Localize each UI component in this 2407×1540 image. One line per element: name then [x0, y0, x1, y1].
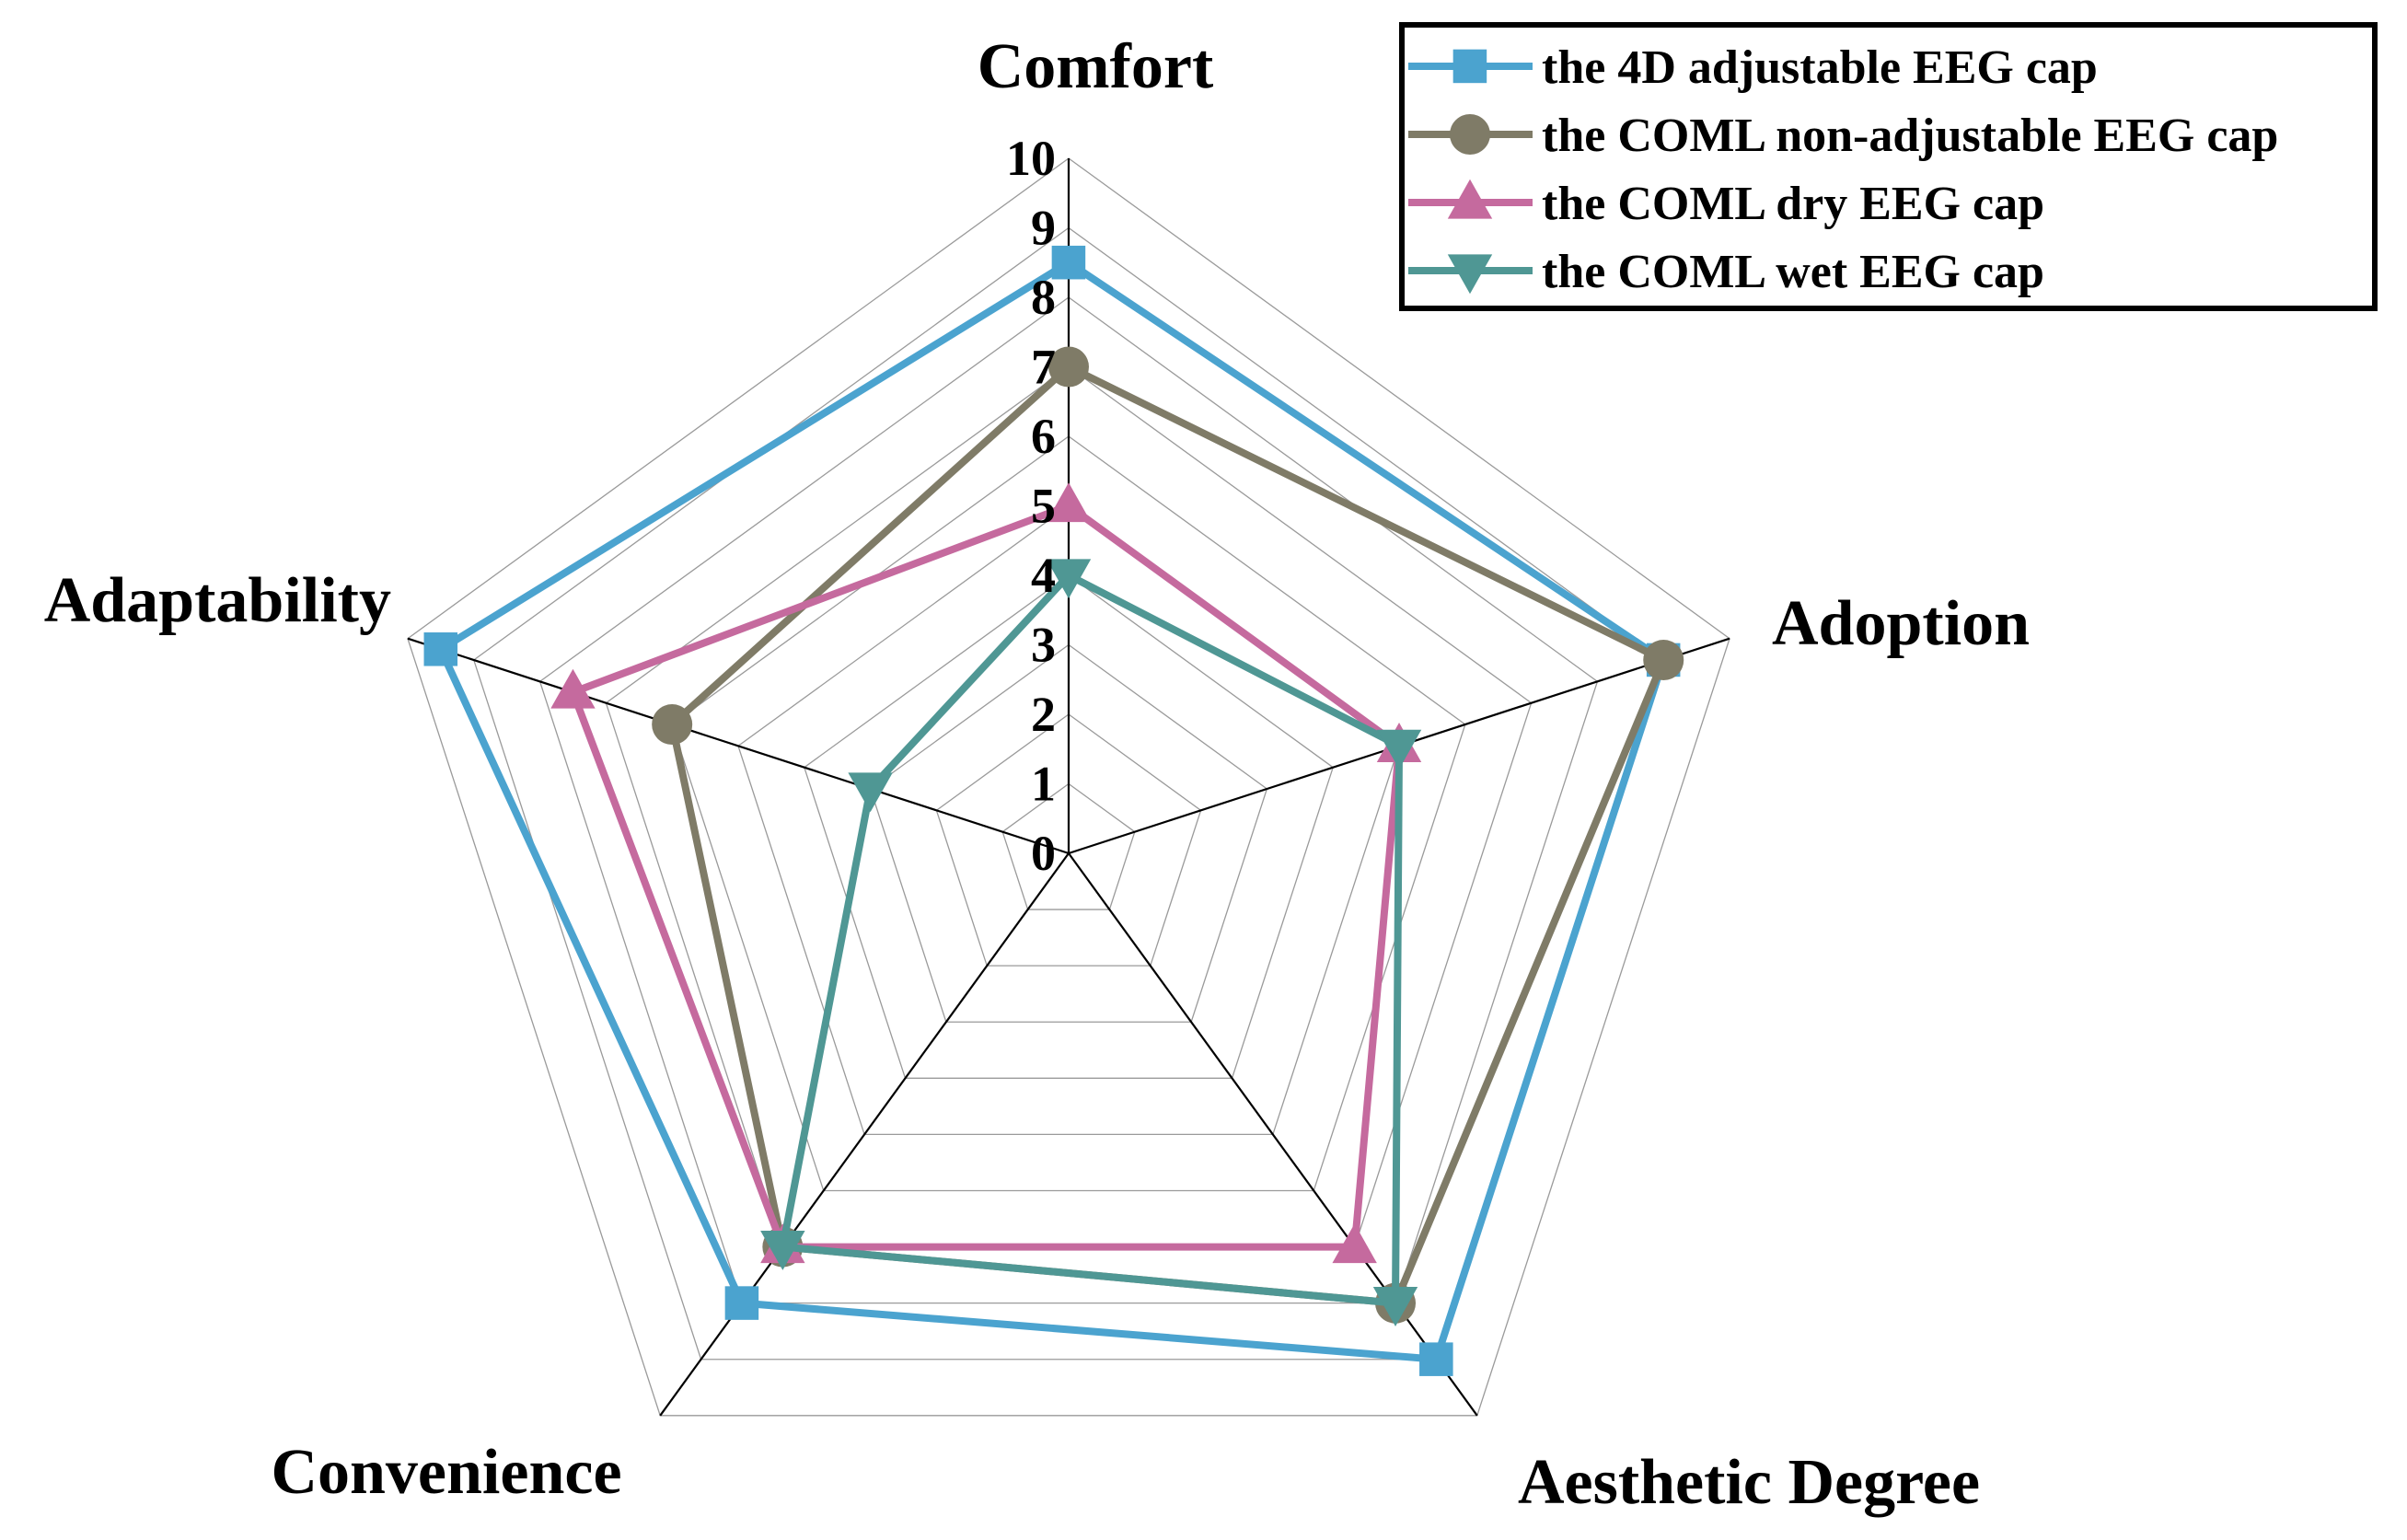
axis-spoke [1068, 852, 1478, 1417]
legend: the 4D adjustable EEG cap the COML non-ad… [1399, 22, 2378, 311]
series-marker-triangle-down [1372, 1287, 1418, 1326]
series-line [779, 572, 1404, 1307]
series-marker-square [724, 1286, 759, 1320]
series-marker-circle [652, 704, 693, 746]
legend-item: the COML non-adjustable EEG cap [1408, 110, 2278, 162]
legend-label: the COML non-adjustable EEG cap [1542, 110, 2278, 162]
series-marker-triangle-up [550, 668, 596, 709]
tick-layer: 0 1 2 3 4 5 6 7 8 9 10 [1006, 131, 1056, 881]
series-3 [550, 482, 1422, 1264]
grid-ring [671, 435, 1466, 1192]
grid-ring [407, 157, 1730, 1417]
tick-label: 8 [1031, 270, 1056, 325]
category-label: Adaptability [44, 565, 391, 636]
series-marker-triangle-down [1447, 254, 1493, 295]
series-line [668, 363, 1668, 1307]
series-marker-triangle-up [1046, 482, 1092, 523]
grid-ring [538, 296, 1599, 1304]
series-layer [423, 245, 1684, 1376]
series-marker-triangle-up [1332, 1223, 1377, 1264]
series-marker-circle [1048, 346, 1089, 388]
legend-label: the COML dry EEG cap [1542, 178, 2044, 230]
series-marker-square [1419, 1342, 1453, 1376]
tick-label: 7 [1031, 340, 1056, 395]
tick-label: 2 [1031, 687, 1056, 742]
series-marker-square [1452, 49, 1487, 84]
legend-box [1399, 22, 2378, 311]
series-line [436, 259, 1668, 1363]
axis-spoke [659, 852, 1070, 1417]
tick-label: 1 [1031, 757, 1056, 812]
grid-ring [869, 643, 1268, 1023]
grid-ring [935, 713, 1202, 967]
grid-ring [804, 574, 1334, 1079]
tick-label: 10 [1006, 131, 1056, 186]
axis-layer [407, 158, 1730, 1417]
legend-label: the 4D adjustable EEG cap [1542, 41, 2098, 94]
legend-item: the 4D adjustable EEG cap [1408, 41, 2098, 94]
series-marker-triangle-down [1376, 729, 1422, 770]
series-marker-square [1051, 245, 1086, 280]
tick-label: 3 [1031, 618, 1056, 673]
legend-item: the COML wet EEG cap [1408, 246, 2044, 298]
axis-spoke [407, 637, 1070, 855]
tick-label: 9 [1031, 201, 1056, 256]
series-line [569, 502, 1404, 1251]
tick-label: 5 [1031, 479, 1056, 534]
series-4 [760, 559, 1422, 1326]
legend-item: the COML dry EEG cap [1408, 178, 2044, 230]
category-label: Comfort [978, 31, 1214, 102]
series-marker-circle [1643, 640, 1684, 681]
tick-label: 6 [1031, 409, 1056, 464]
tick-label: 4 [1031, 548, 1056, 603]
series-marker-triangle-down [1046, 559, 1092, 599]
series-marker-square [423, 632, 458, 666]
category-label: Aesthetic Degree [1518, 1447, 1980, 1518]
series-marker-triangle-down [760, 1230, 805, 1270]
grid-ring [472, 226, 1665, 1361]
category-label: Adoption [1772, 588, 2030, 659]
series-marker-triangle-up [1447, 179, 1493, 219]
category-label: Convenience [271, 1437, 621, 1508]
tick-label: 0 [1031, 826, 1056, 881]
grid-ring [1001, 782, 1136, 910]
series-marker-triangle-down [848, 772, 893, 813]
legend-label: the COML wet EEG cap [1542, 246, 2044, 298]
series-marker-circle [1450, 114, 1490, 155]
